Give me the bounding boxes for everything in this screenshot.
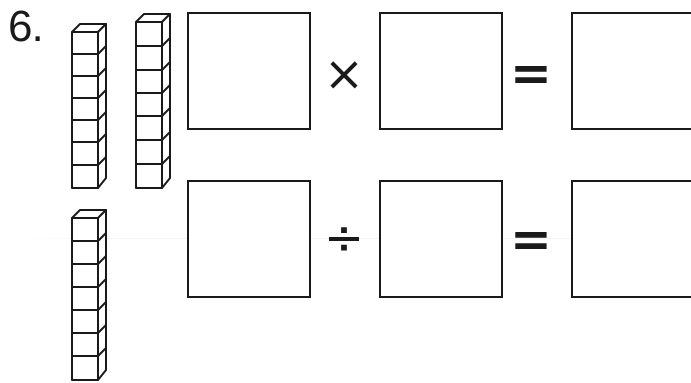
scan-line <box>0 238 691 239</box>
equals-sign-2: = <box>510 210 552 268</box>
answer-box-quotient[interactable] <box>571 180 691 298</box>
cube-rod-3 <box>71 209 107 381</box>
question-number: 6. <box>8 2 44 51</box>
answer-box-product[interactable] <box>571 12 691 130</box>
cube-rod-2 <box>135 13 171 189</box>
answer-box-dividend[interactable] <box>187 180 311 298</box>
answer-box-factor-1[interactable] <box>187 12 311 130</box>
divide-sign: ÷ <box>323 210 365 266</box>
cube-rod-1 <box>71 23 107 189</box>
answer-box-factor-2[interactable] <box>379 12 503 130</box>
times-sign: × <box>323 46 365 102</box>
equals-sign-1: = <box>510 44 552 102</box>
answer-box-divisor[interactable] <box>379 180 503 298</box>
